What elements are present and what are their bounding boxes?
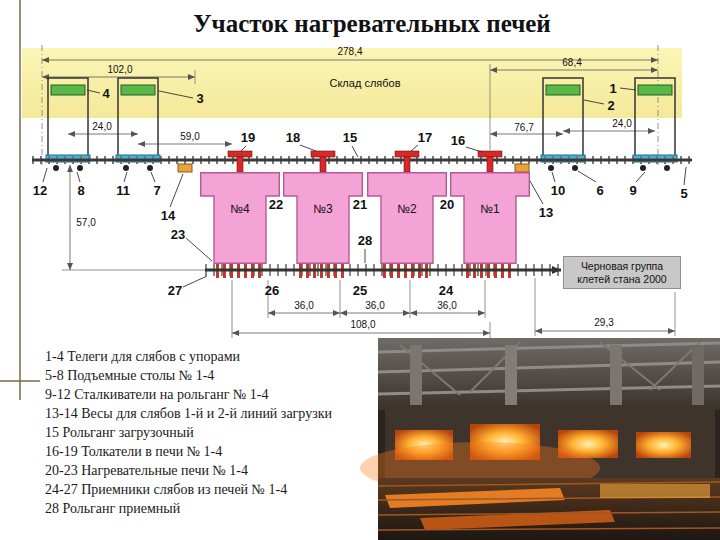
heating-furnace: №1 xyxy=(450,172,530,264)
dimension-label: 29,3 xyxy=(594,317,613,328)
furnace-shape xyxy=(284,173,363,264)
dimension-label: 36,0 xyxy=(365,300,384,311)
callout-number: 25 xyxy=(353,283,367,298)
furnace-shape xyxy=(368,173,447,264)
storage-band: Склад слябов xyxy=(22,48,682,118)
furnace-outline xyxy=(283,172,363,264)
heating-furnace: №4 xyxy=(200,172,280,264)
callout-number: 11 xyxy=(116,183,130,198)
dimension-label: 59,0 xyxy=(180,131,199,142)
dimension-label: 102,0 xyxy=(107,64,132,75)
furnace-number: №3 xyxy=(283,202,363,216)
furnace-number: №4 xyxy=(200,202,280,216)
callout-number: 28 xyxy=(358,233,372,248)
callout-number: 8 xyxy=(77,183,84,198)
legend-note: 9-12 Сталкиватели на рольганг № 1-4 xyxy=(45,387,268,403)
callout-number: 10 xyxy=(551,183,565,198)
node-label: Черновая группа клетей стана 2000 xyxy=(571,260,673,285)
slide-title: Участок нагревательных печей xyxy=(193,10,551,38)
dimension-label: 57,0 xyxy=(76,217,95,228)
callout-number: 16 xyxy=(451,133,465,148)
legend-note: 13-14 Весы для слябов 1-й и 2-й линий за… xyxy=(45,406,332,422)
legend-note: 16-19 Толкатели в печи № 1-4 xyxy=(45,444,222,460)
dimension-label: 68,4 xyxy=(562,57,581,68)
furnace-outline xyxy=(450,172,530,264)
dimension-label: 278,4 xyxy=(337,46,362,57)
callout-number: 3 xyxy=(196,91,203,106)
callout-number: 21 xyxy=(353,197,367,212)
mill-stand-box: Черновая группа клетей стана 2000 xyxy=(563,256,681,289)
callout-number: 6 xyxy=(596,183,603,198)
legend-note: 1-4 Телеги для слябов с упорами xyxy=(45,349,240,365)
dimension-label: 36,0 xyxy=(437,300,456,311)
legend-note: 15 Рольганг загрузочный xyxy=(45,425,194,441)
furnace-number: №1 xyxy=(450,202,530,216)
callout-number: 18 xyxy=(286,130,300,145)
furnace-number: №2 xyxy=(367,202,447,216)
callout-number: 5 xyxy=(680,186,687,201)
callout-number: 13 xyxy=(539,205,553,220)
legend-note: 5-8 Подъемные столы № 1-4 xyxy=(45,368,214,384)
callout-number: 26 xyxy=(265,283,279,298)
callout-number: 17 xyxy=(418,130,432,145)
callout-number: 9 xyxy=(629,183,636,198)
callout-number: 4 xyxy=(102,86,109,101)
legend-note: 28 Рольганг приемный xyxy=(45,501,180,517)
legend-note: 24-27 Приемники слябов из печей № 1-4 xyxy=(45,482,287,498)
dimension-label: 36,0 xyxy=(294,300,313,311)
dimension-label: 76,7 xyxy=(514,122,533,133)
callout-number: 22 xyxy=(269,197,283,212)
callout-number: 2 xyxy=(607,98,614,113)
furnace-shape xyxy=(451,173,530,264)
furnace-shape xyxy=(201,173,280,264)
legend-note: 20-23 Нагревательные печи № 1-4 xyxy=(45,463,248,479)
callout-number: 14 xyxy=(161,208,175,223)
dimension-label: 24,0 xyxy=(612,118,631,129)
callout-number: 19 xyxy=(241,130,255,145)
callout-number: 23 xyxy=(171,227,185,242)
dimension-label: 24,0 xyxy=(92,121,111,132)
callout-number: 27 xyxy=(168,283,182,298)
heating-furnace: №2 xyxy=(367,172,447,264)
furnace-outline xyxy=(367,172,447,264)
node-label: Склад слябов xyxy=(329,77,400,89)
callout-number: 24 xyxy=(439,283,453,298)
callout-number: 12 xyxy=(33,183,47,198)
callout-number: 7 xyxy=(153,183,160,198)
furnace-outline xyxy=(200,172,280,264)
heating-furnace: №3 xyxy=(283,172,363,264)
callout-number: 15 xyxy=(343,130,357,145)
dimension-label: 108,0 xyxy=(350,319,375,330)
callout-number: 20 xyxy=(440,197,454,212)
callout-number: 1 xyxy=(609,81,616,96)
